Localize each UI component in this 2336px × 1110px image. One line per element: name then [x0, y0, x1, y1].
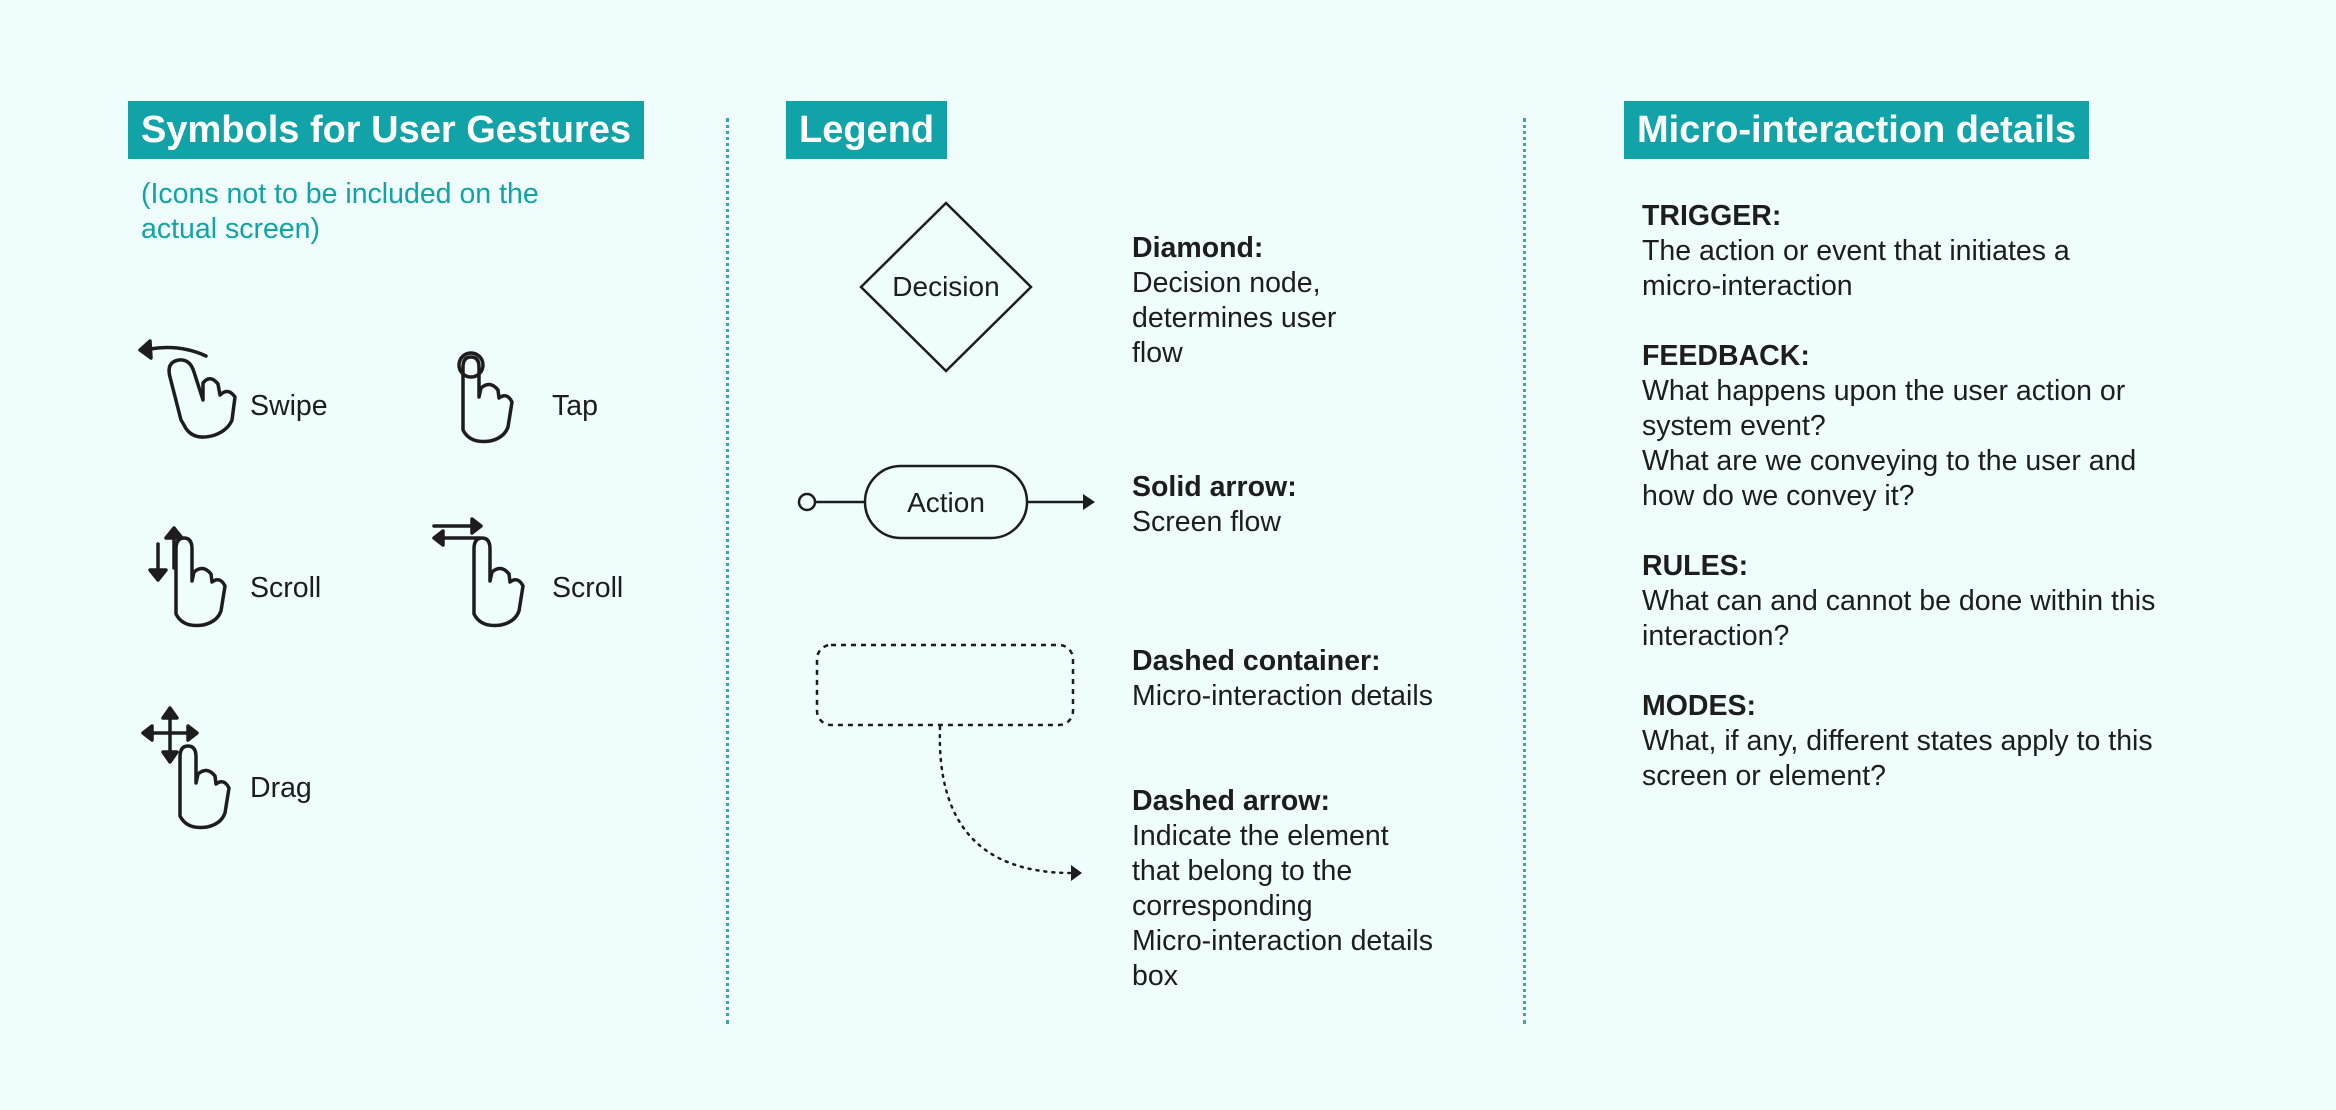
legend-item-dashed-container: Dashed container: Micro-interaction deta…	[1132, 644, 1492, 714]
legend-item-heading: Dashed container:	[1132, 645, 1381, 677]
flow-start-circle	[797, 492, 817, 512]
gesture-label: Scroll	[552, 572, 624, 604]
action-flow: Action	[797, 464, 1095, 540]
micro-item-trigger: TRIGGER: The action or event that initia…	[1642, 199, 2262, 304]
micro-item-description: The action or event that initiates a mic…	[1642, 235, 2070, 302]
solid-arrow-head	[1083, 494, 1095, 510]
gesture-label: Tap	[552, 390, 598, 422]
legend-item-solid-arrow: Solid arrow: Screen flow	[1132, 470, 1432, 540]
micro-item-modes: MODES: What, if any, different states ap…	[1642, 689, 2262, 794]
legend-item-heading: Diamond:	[1132, 232, 1264, 264]
divider-left	[726, 118, 729, 1024]
tap-icon	[457, 351, 514, 444]
scroll-horizontal-icon	[432, 517, 525, 628]
micro-item-description: What happens upon the user action or sys…	[1642, 375, 2137, 512]
gestures-note: (Icons not to be included on the actual …	[141, 178, 539, 245]
micro-item-description: What, if any, different states apply to …	[1642, 725, 2153, 792]
decision-label: Decision	[892, 271, 999, 302]
gesture-label: Drag	[250, 772, 312, 804]
gesture-label: Scroll	[250, 572, 322, 604]
micro-item-description: What can and cannot be done within this …	[1642, 585, 2156, 652]
legend-item-description: Indicate the element that belong to the …	[1132, 820, 1433, 992]
micro-interaction-title: Micro-interaction details	[1624, 101, 2090, 159]
micro-item-heading: FEEDBACK:	[1642, 340, 1810, 372]
legend-title: Legend	[786, 101, 948, 159]
legend-item-description: Micro-interaction details	[1132, 680, 1433, 712]
dashed-arrow-shape	[938, 725, 1082, 881]
micro-item-heading: TRIGGER:	[1642, 200, 1782, 232]
legend-item-heading: Dashed arrow:	[1132, 785, 1330, 817]
swipe-icon	[138, 339, 237, 439]
gestures-title: Symbols for User Gestures	[128, 101, 644, 159]
legend-item-dashed-arrow: Dashed arrow: Indicate the element that …	[1132, 784, 1492, 994]
micro-item-heading: MODES:	[1642, 690, 1756, 722]
dashed-container-shape	[815, 643, 1075, 727]
micro-item-rules: RULES: What can and cannot be done withi…	[1642, 549, 2262, 654]
legend-item-description: Screen flow	[1132, 506, 1281, 538]
micro-item-heading: RULES:	[1642, 550, 1749, 582]
gesture-label: Swipe	[250, 390, 328, 422]
scroll-vertical-icon	[148, 526, 227, 628]
legend-item-heading: Solid arrow:	[1132, 471, 1297, 503]
divider-right	[1523, 118, 1526, 1024]
legend-item-description: Decision node, determines user flow	[1132, 267, 1337, 369]
action-label: Action	[907, 487, 985, 518]
micro-item-feedback: FEEDBACK: What happens upon the user act…	[1642, 339, 2262, 514]
legend-item-diamond: Diamond: Decision node, determines user …	[1132, 231, 1432, 371]
decision-diamond: Decision	[859, 201, 1033, 373]
drag-icon	[141, 706, 231, 830]
